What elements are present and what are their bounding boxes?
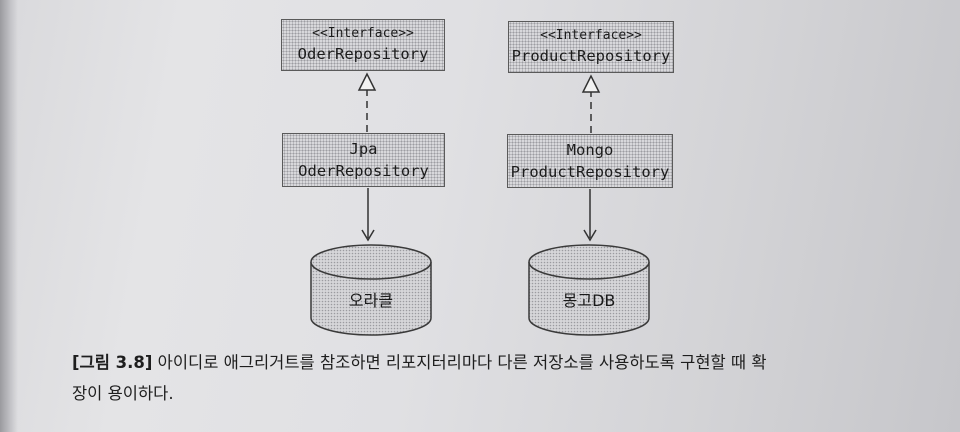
arrow-to-mongodb <box>583 189 597 242</box>
db-label-oracle: 오라클 <box>348 291 394 310</box>
class-name-line1: Mongo <box>566 141 614 159</box>
order-repository-interface-box: <<Interface>> OderRepository <box>281 19 445 71</box>
figure-label: [그림 3.8] <box>72 353 153 372</box>
caption-text-1: 아이디로 애그리거트를 참조하면 리포지터리마다 다른 저장소를 사용하도록 구… <box>157 353 767 372</box>
class-name-line2: ProductRepository <box>510 163 670 181</box>
product-repository-interface-box: <<Interface>> ProductRepository <box>508 21 674 73</box>
class-name-line1: Jpa <box>349 140 378 158</box>
arrow-to-oracle <box>361 188 375 242</box>
figure-caption: [그림 3.8] 아이디로 애그리거트를 참조하면 리포지터리마다 다른 저장소… <box>72 347 902 409</box>
realization-arrow-order <box>357 72 377 132</box>
mongo-product-repository-box: Mongo ProductRepository <box>507 134 673 188</box>
interface-name: OderRepository <box>297 45 429 63</box>
class-name-line2: OderRepository <box>298 162 429 180</box>
caption-line-1: [그림 3.8] 아이디로 애그리거트를 참조하면 리포지터리마다 다른 저장소… <box>72 347 902 378</box>
db-cylinder-oracle <box>310 244 432 336</box>
caption-line-2: 장이 용이하다. <box>72 384 174 403</box>
jpa-order-repository-box: Jpa OderRepository <box>282 133 445 187</box>
page-edge <box>0 0 18 432</box>
db-cylinder-mongodb <box>528 244 650 336</box>
interface-name: ProductRepository <box>511 47 671 65</box>
interface-stereotype: <<Interface>> <box>312 26 414 41</box>
interface-stereotype: <<Interface>> <box>540 28 642 43</box>
realization-arrow-product <box>581 74 601 133</box>
db-label-mongodb: 몽고DB <box>562 291 616 310</box>
